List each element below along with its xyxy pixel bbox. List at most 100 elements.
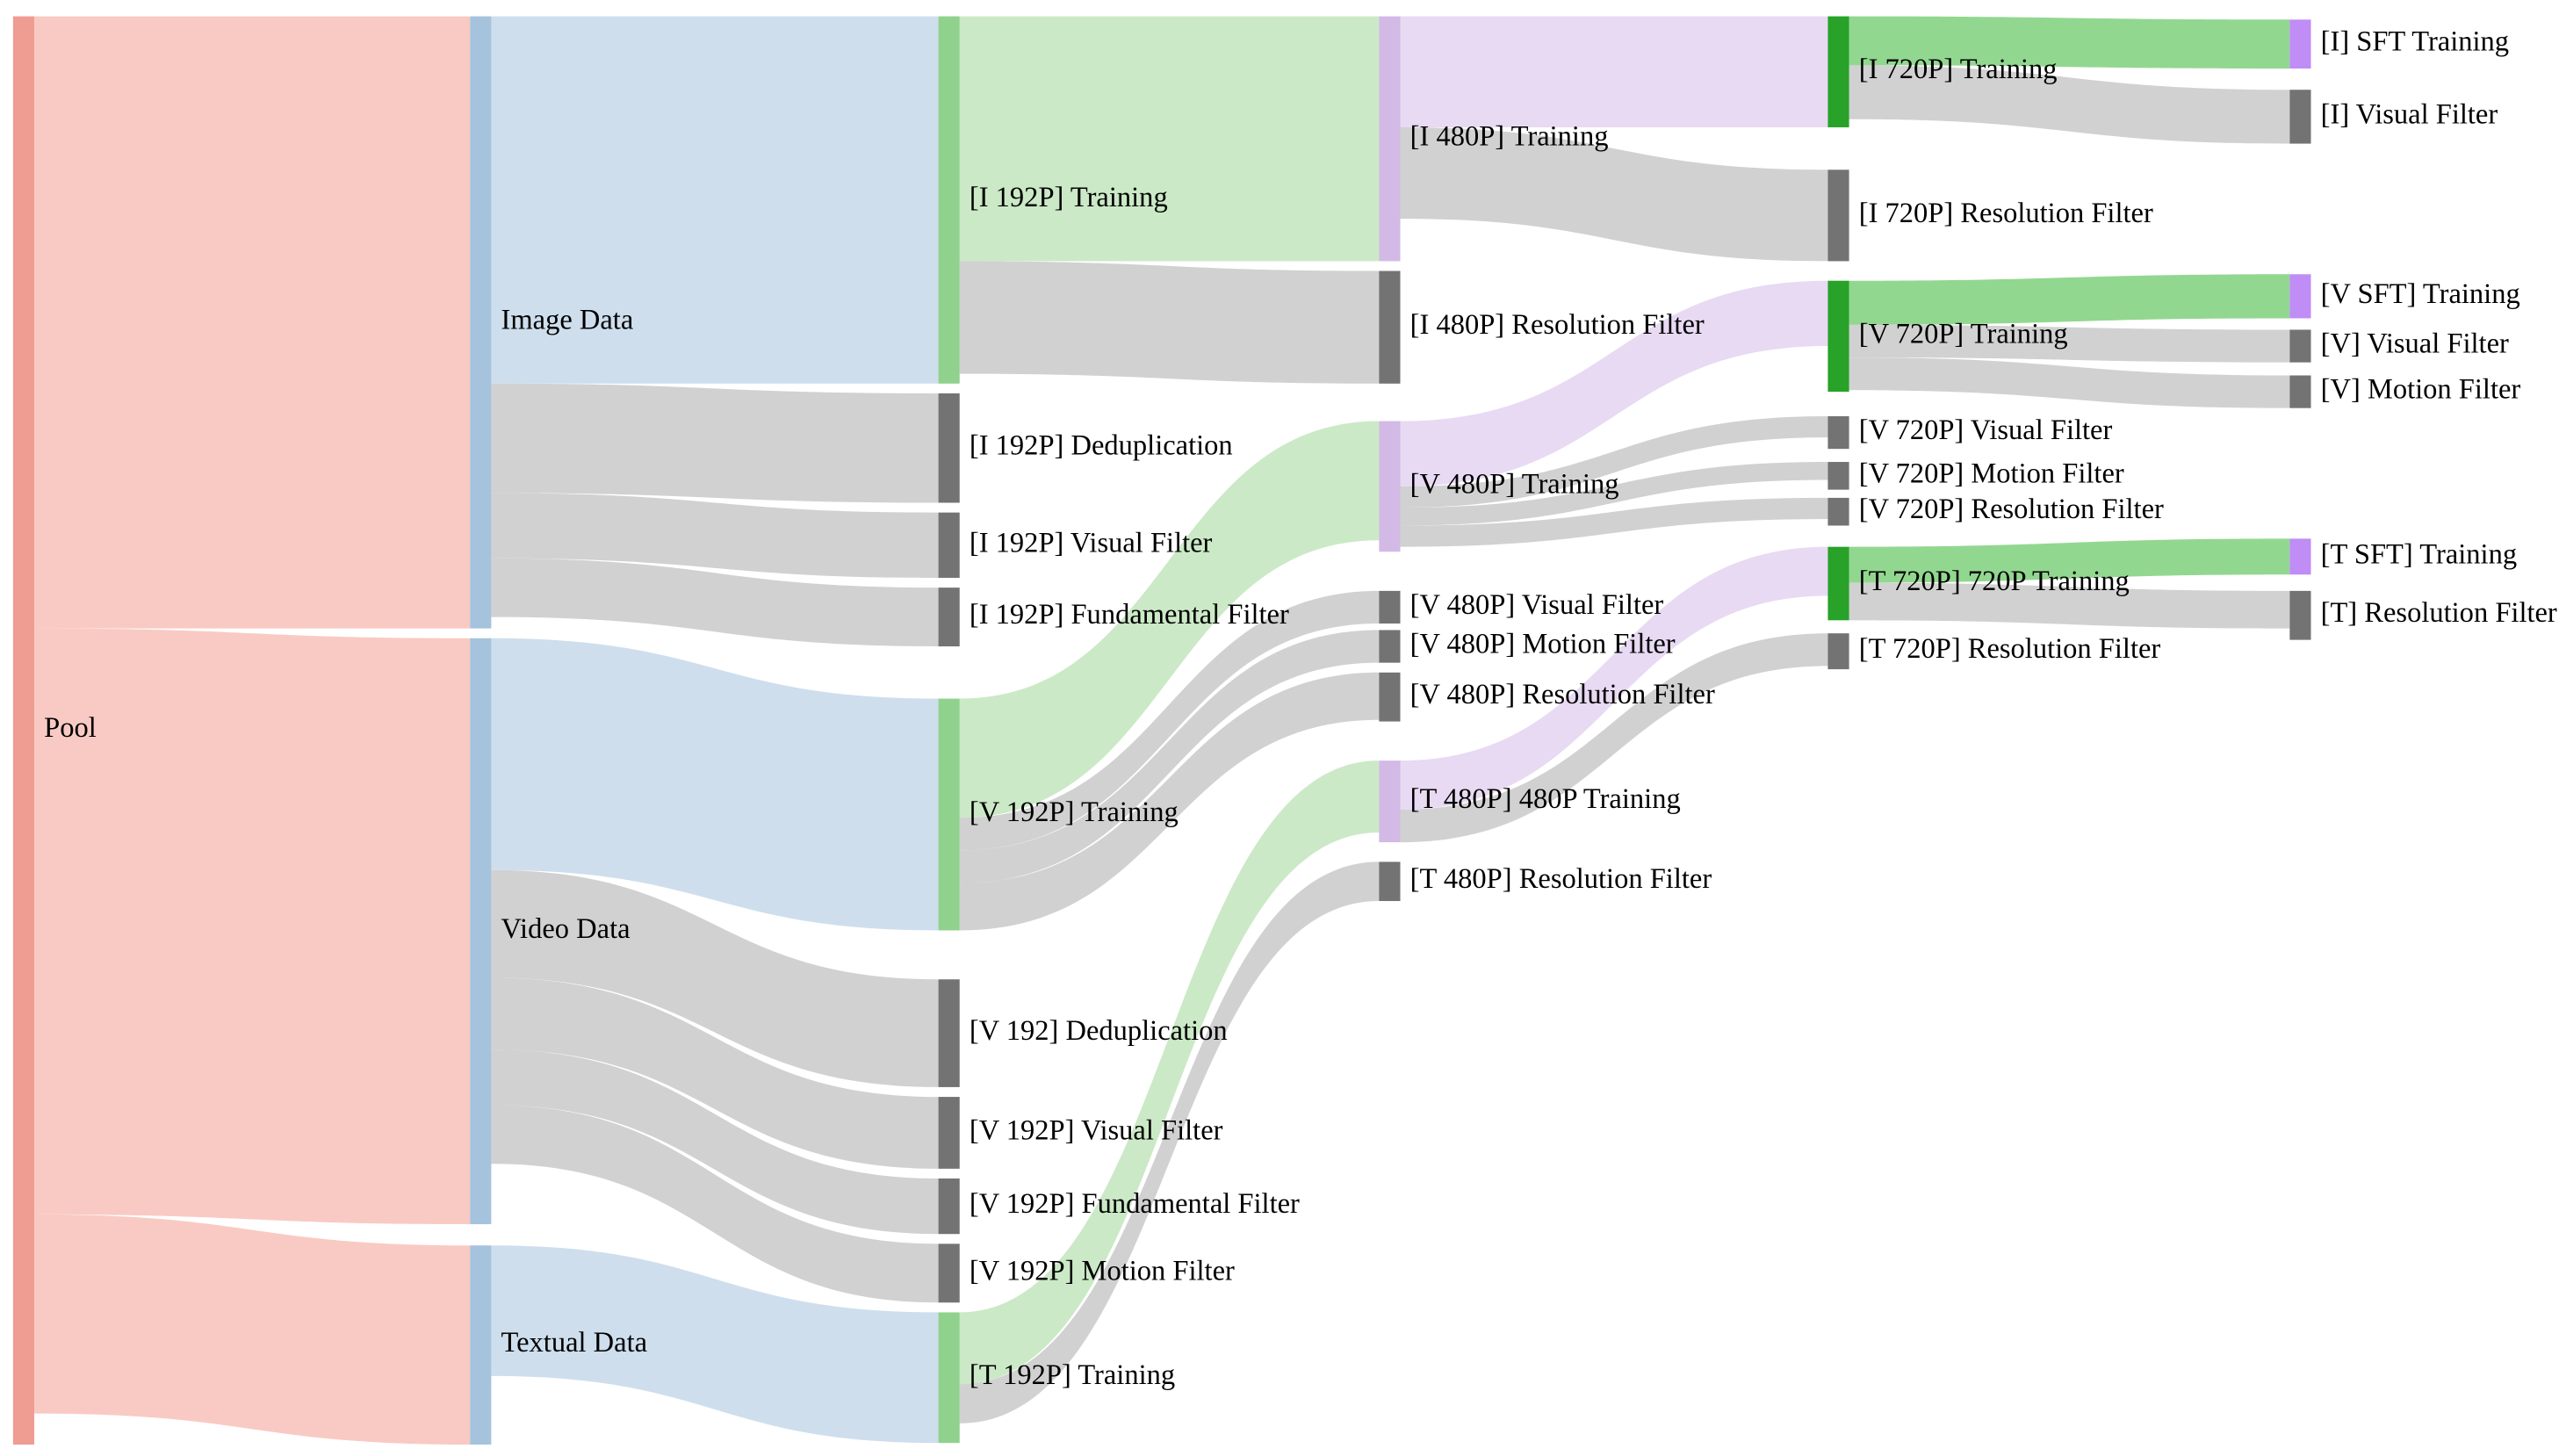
node-label-v480_visual: [V 480P] Visual Filter: [1410, 589, 1664, 621]
node-pool: [12, 16, 35, 1445]
nodes-layer: [12, 16, 2311, 1445]
flow-i192_training-to-i480_training: [959, 16, 1380, 262]
node-label-v720_resolution: [V 720P] Resolution Filter: [1859, 494, 2164, 525]
flow-video_data-to-v192_training: [491, 638, 939, 931]
flow-video_data-to-v192_visual: [491, 977, 939, 1169]
node-t192_training: [938, 1312, 960, 1444]
node-v480_training: [1379, 421, 1401, 552]
flow-image_data-to-i192_fundamental: [491, 558, 939, 647]
node-v480_motion: [1379, 630, 1401, 663]
flow-t720_training-to-t_sft: [1849, 538, 2290, 583]
node-label-t720_training: [T 720P] 720P Training: [1859, 566, 2130, 597]
node-v192_visual: [938, 1097, 960, 1169]
flow-v192_training-to-v480_training: [959, 421, 1380, 818]
flow-i720_training-to-i_sft: [1849, 16, 2290, 69]
flow-v192_training-to-v480_visual: [959, 590, 1380, 851]
flow-pool-to-image_data: [34, 16, 471, 629]
node-label-i192_dedup: [I 192P] Deduplication: [970, 430, 1233, 462]
node-v720_training: [1827, 280, 1849, 393]
node-label-v720_visual: [V 720P] Visual Filter: [1859, 414, 2113, 446]
node-i192_dedup: [938, 393, 960, 503]
node-v_motion: [2289, 375, 2311, 408]
node-label-pool: Pool: [44, 712, 97, 744]
flow-t192_training-to-t480_training: [959, 760, 1380, 1385]
node-label-v480_motion: [V 480P] Motion Filter: [1410, 629, 1676, 660]
node-label-v192_motion: [V 192P] Motion Filter: [970, 1255, 1235, 1287]
node-label-image_data: Image Data: [501, 305, 634, 336]
node-label-v_sft: [V SFT] Training: [2321, 278, 2520, 310]
node-i480_training: [1379, 16, 1401, 262]
node-label-i_visual: [I] Visual Filter: [2321, 98, 2498, 130]
flow-v192_training-to-v480_resolution: [959, 672, 1380, 931]
node-v_sft: [2289, 274, 2311, 319]
flow-i480_training-to-i720_training: [1400, 16, 1828, 127]
flow-i720_training-to-i_visual: [1849, 65, 2290, 144]
flow-video_data-to-v192_motion: [491, 1105, 939, 1303]
flow-v480_training-to-v720_resolution: [1400, 497, 1828, 547]
flow-v480_training-to-v720_training: [1400, 280, 1828, 487]
node-label-t_resolution: [T] Resolution Filter: [2321, 597, 2557, 629]
flow-video_data-to-v192_dedup: [491, 869, 939, 1087]
node-t720_resolution: [1827, 633, 1849, 670]
node-label-i480_training: [I 480P] Training: [1410, 120, 1609, 152]
node-t_sft: [2289, 538, 2311, 575]
node-label-t480_training: [T 480P] 480P Training: [1410, 783, 1681, 815]
node-label-t_sft: [T SFT] Training: [2321, 538, 2517, 570]
node-i480_resolution: [1379, 270, 1401, 384]
flow-t480_training-to-t720_resolution: [1400, 633, 1828, 843]
node-label-i720_training: [I 720P] Training: [1859, 54, 2058, 85]
flow-v720_training-to-v_visual: [1849, 324, 2290, 363]
node-label-i720_resolution: [I 720P] Resolution Filter: [1859, 198, 2153, 229]
node-v192_dedup: [938, 979, 960, 1087]
flow-v720_training-to-v_sft: [1849, 274, 2290, 325]
node-label-video_data: Video Data: [501, 913, 631, 945]
node-label-i192_visual: [I 192P] Visual Filter: [970, 527, 1213, 559]
node-v480_resolution: [1379, 672, 1401, 722]
node-i_sft: [2289, 19, 2311, 69]
node-label-v480_training: [V 480P] Training: [1410, 468, 1619, 500]
node-i_visual: [2289, 90, 2311, 144]
node-label-textual_data: Textual Data: [501, 1327, 648, 1359]
flow-image_data-to-i192_training: [491, 16, 939, 384]
node-label-v192_visual: [V 192P] Visual Filter: [970, 1114, 1223, 1146]
flow-i480_training-to-i720_resolution: [1400, 126, 1828, 262]
node-i720_training: [1827, 16, 1849, 127]
flow-t480_training-to-t720_training: [1400, 546, 1828, 810]
node-v480_visual: [1379, 590, 1401, 624]
flow-image_data-to-i192_dedup: [491, 383, 939, 503]
node-label-v480_resolution: [V 480P] Resolution Filter: [1410, 679, 1715, 710]
node-label-v192_fundamental: [V 192P] Fundamental Filter: [970, 1188, 1300, 1220]
node-label-v192_training: [V 192P] Training: [970, 796, 1179, 828]
node-video_data: [470, 638, 492, 1225]
node-t480_resolution: [1379, 861, 1401, 902]
node-label-t480_resolution: [T 480P] Resolution Filter: [1410, 863, 1712, 895]
flow-v192_training-to-v480_motion: [959, 630, 1380, 883]
node-label-i192_fundamental: [I 192P] Fundamental Filter: [970, 599, 1289, 631]
node-i192_training: [938, 16, 960, 384]
flow-image_data-to-i192_visual: [491, 493, 939, 578]
flow-pool-to-video_data: [34, 628, 471, 1225]
node-t_resolution: [2289, 590, 2311, 640]
node-label-v720_motion: [V 720P] Motion Filter: [1859, 458, 2124, 489]
node-i192_visual: [938, 512, 960, 578]
flow-textual_data-to-t192_training: [491, 1245, 939, 1444]
flows-layer: [34, 16, 2290, 1445]
node-v720_resolution: [1827, 497, 1849, 526]
node-label-t720_resolution: [T 720P] Resolution Filter: [1859, 633, 2161, 665]
node-v192_motion: [938, 1243, 960, 1303]
flow-i192_training-to-i480_resolution: [959, 261, 1380, 384]
flow-v480_training-to-v720_visual: [1400, 415, 1828, 508]
node-label-i192_training: [I 192P] Training: [970, 182, 1168, 213]
node-v_visual: [2289, 329, 2311, 363]
node-image_data: [470, 16, 492, 629]
flow-v480_training-to-v720_motion: [1400, 462, 1828, 526]
node-label-t192_training: [T 192P] Training: [970, 1359, 1175, 1391]
node-label-v_visual: [V] Visual Filter: [2321, 328, 2509, 360]
flow-pool-to-textual_data: [34, 1214, 471, 1445]
node-v192_training: [938, 698, 960, 931]
node-label-i480_resolution: [I 480P] Resolution Filter: [1410, 309, 1705, 341]
node-i720_resolution: [1827, 169, 1849, 262]
